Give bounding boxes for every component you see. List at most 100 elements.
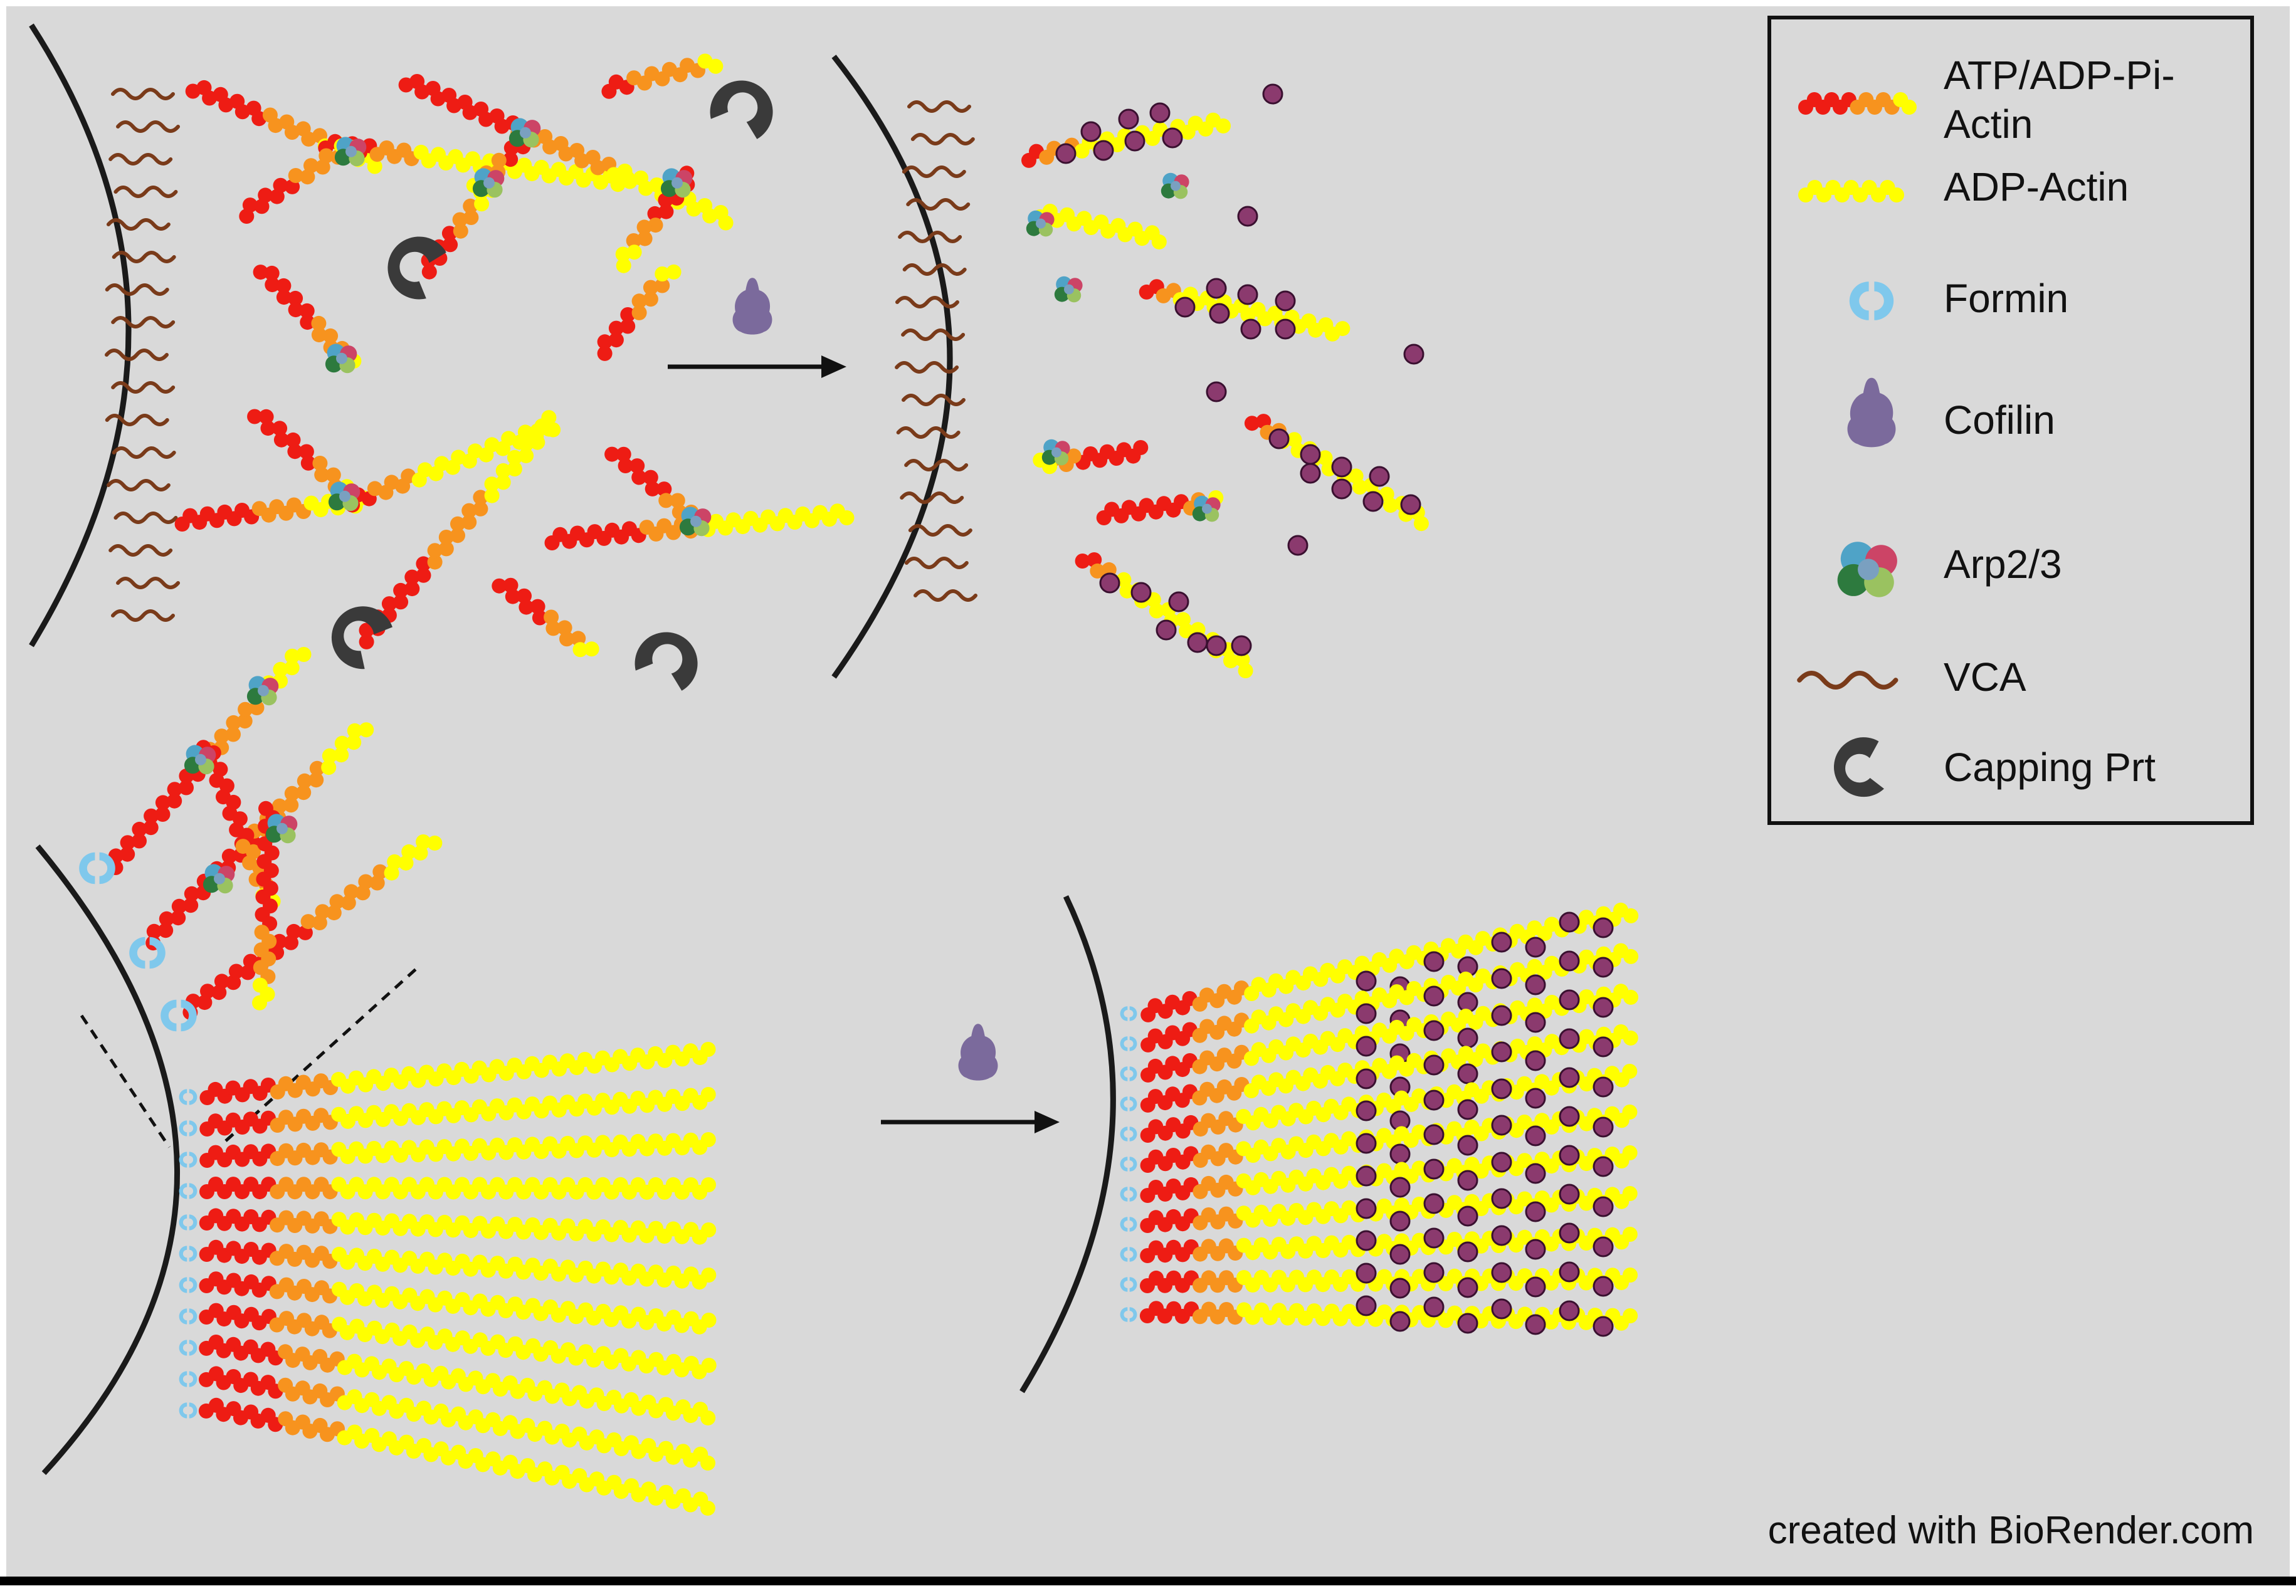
arp-subunit: [1202, 504, 1212, 514]
cofilin-bound-dot: [1188, 633, 1207, 652]
cofilin-bound-dot: [1238, 285, 1257, 304]
cofilin-bound-dot: [1458, 1242, 1477, 1261]
cofilin-bound-dot: [1526, 975, 1545, 994]
cofilin-bound-dot: [1157, 621, 1176, 639]
actin-subunit: [719, 216, 734, 231]
cofilin-bound-dot: [1357, 1004, 1376, 1023]
cofilin-bound-dot: [1458, 1064, 1477, 1083]
cofilin-bound-dot: [1492, 933, 1511, 952]
arp-subunit: [690, 516, 702, 527]
actin-subunit: [840, 510, 855, 525]
cofilin-bound-dot: [1458, 1029, 1477, 1047]
cofilin-bound-dot: [1594, 1317, 1613, 1336]
arp23-complex-icon: [1838, 542, 1897, 597]
cofilin-bound-dot: [1301, 445, 1320, 464]
actin-subunit: [1414, 516, 1429, 531]
cofilin-bound-dot: [1458, 1278, 1477, 1297]
cofilin-bound-dot: [1526, 1202, 1545, 1221]
arp23-complex: [1026, 211, 1055, 237]
cofilin-bound-dot: [1391, 1212, 1409, 1231]
cofilin-bound-dot: [1560, 952, 1579, 970]
arp-subunit: [336, 353, 347, 364]
cofilin-bound-dot: [1241, 320, 1260, 339]
cofilin-bound-dot: [1094, 141, 1113, 160]
cofilin-bound-dot: [1082, 122, 1100, 141]
cofilin-bound-dot: [1560, 1263, 1579, 1281]
arp-subunit: [1064, 285, 1074, 295]
cofilin-bound-dot: [1357, 1231, 1376, 1250]
cofilin-bound-dot: [1458, 993, 1477, 1012]
cofilin-bound-dot: [1424, 1229, 1443, 1247]
cofilin-bound-dot: [1458, 1100, 1477, 1119]
actin-subunit: [666, 265, 682, 280]
cofilin-bound-dot: [1364, 492, 1382, 511]
actin-subunit: [1623, 1145, 1638, 1160]
arp23-complex: [680, 507, 711, 536]
cofilin-bound-dot: [1492, 1079, 1511, 1098]
cofilin-bound-dot: [1391, 1145, 1409, 1163]
actin-subunit: [1622, 1105, 1637, 1120]
legend-label-cofilin: Cofilin: [1944, 397, 2055, 443]
cofilin-bound-dot: [1357, 1037, 1376, 1056]
cofilin-bound-dot: [1332, 480, 1351, 498]
arp-subunit: [258, 685, 269, 696]
actin-subunit: [1622, 1064, 1637, 1079]
actin-subunit: [701, 1042, 716, 1057]
arp23-complex: [1042, 439, 1070, 466]
arp-subunit: [195, 754, 206, 765]
legend-label-atp-actin-line2: Actin: [1944, 102, 2033, 147]
arp-subunit: [1051, 448, 1061, 458]
cofilin-bound-dot: [1526, 1089, 1545, 1108]
cofilin-bound-dot: [1424, 1298, 1443, 1316]
cofilin-bound-dot: [1424, 1194, 1443, 1213]
actin-subunit: [1335, 321, 1350, 336]
arp23-complex: [325, 344, 357, 373]
cofilin-bound-dot: [1391, 1279, 1409, 1298]
cofilin-bound-dot: [1332, 458, 1351, 476]
cofilin-bound-dot: [1526, 1278, 1545, 1296]
cofilin-bound-dot: [1357, 1264, 1376, 1283]
cofilin-bound-dot: [1560, 990, 1579, 1009]
cofilin-bound-dot: [1560, 913, 1579, 932]
cofilin-bound-dot: [1207, 636, 1226, 655]
cofilin-bound-dot: [1594, 1078, 1613, 1096]
legend-label-atp-actin: ATP/ADP-Pi-: [1944, 53, 2175, 98]
actin-subunit: [1623, 949, 1638, 964]
actin-subunit: [1623, 1308, 1638, 1323]
cofilin-bound-dot: [1492, 1299, 1511, 1318]
cofilin-bound-dot: [1357, 1101, 1376, 1120]
cofilin-bound-dot: [1594, 1118, 1613, 1137]
actin-subunit: [541, 410, 556, 425]
cofilin-bound-dot: [1210, 304, 1229, 323]
cofilin-bound-dot: [1458, 1136, 1477, 1155]
cofilin-bound-dot: [1270, 429, 1288, 448]
cofilin-bound-dot: [1526, 1164, 1545, 1183]
arp-subunit: [671, 177, 683, 189]
actin-subunit: [701, 1268, 716, 1283]
arp23-complex: [1161, 173, 1189, 199]
cofilin-bound-dot: [1125, 132, 1144, 150]
cofilin-bound-dot: [1594, 1157, 1613, 1176]
cofilin-bound-dot: [1424, 1263, 1443, 1282]
actin-subunit: [1623, 1227, 1638, 1242]
actin-subunit: [1152, 234, 1167, 249]
cofilin-bound-dot: [1288, 536, 1307, 555]
arp-subunit: [520, 127, 531, 139]
cofilin-bound-dot: [1424, 1056, 1443, 1074]
actin-subunit: [700, 1456, 715, 1471]
cofilin-bound-dot: [1526, 1126, 1545, 1145]
actin-subunit: [1623, 1268, 1638, 1283]
cofilin-bound-dot: [1169, 592, 1188, 611]
cofilin-bound-dot: [1370, 467, 1389, 486]
cofilin-bound-dot: [1594, 1037, 1613, 1056]
cofilin-bound-dot: [1207, 382, 1226, 401]
cofilin-bound-dot: [1119, 110, 1138, 129]
arp23-complex: [335, 137, 366, 166]
actin-subunit: [584, 641, 599, 656]
arp23-complex: [1055, 276, 1083, 303]
cofilin-bound-dot: [1391, 1178, 1409, 1197]
arp-subunit: [483, 177, 495, 189]
cofilin-bound-dot: [1526, 1051, 1545, 1070]
cofilin-bound-dot: [1232, 636, 1251, 655]
cofilin-bound-dot: [1560, 1301, 1579, 1320]
